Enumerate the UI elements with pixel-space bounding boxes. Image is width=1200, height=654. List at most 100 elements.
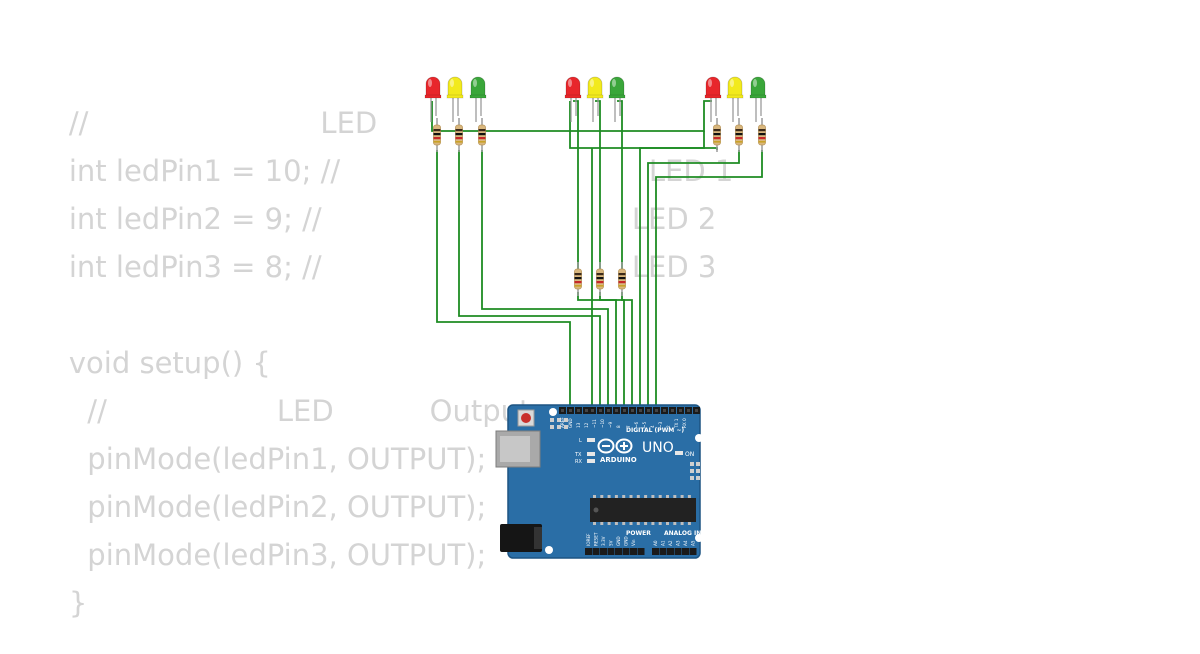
code-line-5: void setup() { [32,312,271,414]
digital-pin-label: TX 1 [674,418,679,429]
resistor-band [713,129,721,132]
led-rim [586,94,604,99]
led-highlight [753,79,757,87]
header-pin [689,548,697,555]
resistor-band [618,281,626,284]
chip-pin [673,522,677,525]
wire [573,100,579,270]
resistor-band [735,141,743,143]
code-line-4: int ledPin3 = 8; // [32,216,322,318]
resistor-band [455,141,463,143]
header-pin [585,548,592,555]
header-pin [600,548,607,555]
header-pin-hole [623,409,626,412]
digital-label: DIGITAL (PWM ~) [626,427,684,434]
code-line-10: } [32,552,87,654]
code-line-2: int ledPin1 = 10; // [32,120,340,222]
wire [431,100,712,132]
led-rim [608,94,626,99]
resistor-band [596,277,604,280]
arduino-board[interactable]: DIGITAL (PWM ~) L TX RX ON UNO ARDUINO P… [495,404,703,559]
chip-pin [658,522,662,525]
led-body [470,76,486,98]
header-pin [592,548,600,555]
analog-label: ANALOG IN [664,530,701,537]
resistor [713,118,721,152]
header-pin-hole [591,409,594,412]
resistor-band [574,277,582,280]
code-statement: int ledPin3 = 8; // [68,250,322,284]
usb-connector-inner [500,436,530,462]
chip-pin [622,522,626,525]
code-line-3: int ledPin2 = 9; // [32,168,322,270]
board-model: UNO [642,440,674,456]
led-yellow [446,76,464,122]
led-highlight [568,79,572,87]
header-pin [607,548,615,555]
header-pin [682,548,689,555]
resistor-band [455,137,463,140]
resistor [735,118,743,152]
mounting-hole [695,434,703,442]
led-highlight [708,79,712,87]
chip-pin [680,522,684,525]
digital-header [559,407,700,414]
header-pin [667,548,674,555]
resistor-band [433,133,441,136]
header-pin-hole [615,409,618,412]
digital-pin-label: 8 [616,425,621,428]
wires [431,100,763,410]
icsp-header-right [690,462,700,480]
icsp-header [550,418,568,429]
digital-pin-label: ~5 [642,421,647,428]
header-pin-hole [631,409,634,412]
reset-button-cap [521,413,531,423]
chip-pin [636,522,640,525]
header-pin-hole [569,409,572,412]
analog-pin-label: A4 [683,540,688,546]
header-pin [622,548,630,555]
code-statement: pinMode(ledPin1, OUTPUT); [68,442,487,476]
on-label: ON [685,451,694,458]
code-line-9: pinMode(ledPin3, OUTPUT); [32,504,486,606]
header-pin-hole [679,409,682,412]
code-statement: int ledPin1 = 10; // [68,154,341,188]
microcontroller-chip [590,498,696,522]
code-comment-text: LED [320,106,378,140]
led-rim [749,94,767,99]
resistor-band [713,137,721,140]
led-rim [446,94,464,99]
code-statement: void setup() { [68,346,271,380]
led-highlight [428,79,432,87]
resistor [618,262,626,296]
digital-pin-label: GND [568,418,573,428]
code-statement: } [68,586,88,620]
resistor-band [758,133,766,136]
rx-label: RX [575,459,582,465]
resistors [433,118,766,296]
chip-pin [607,522,611,525]
code-comment-text: LED 3 [631,250,717,284]
resistor-band [735,129,743,132]
wire [647,150,740,410]
header-pin-hole [655,409,658,412]
led-green [608,76,626,122]
chip-pin [600,495,604,498]
resistor [758,118,766,152]
header-pin [630,548,637,555]
led-rim [424,94,442,99]
wire [481,150,609,410]
resistor-band [574,285,582,287]
code-line-4-comment: LED 3 [595,216,716,318]
digital-pin-label: 7 [626,425,631,428]
chip-pin [644,522,648,525]
mounting-hole [545,546,553,554]
resistor [455,118,463,152]
header-pin-hole [663,409,666,412]
chip-pin [600,522,604,525]
resistor-band [596,273,604,276]
resistor-band [574,273,582,276]
header-pin-hole [577,409,580,412]
resistor [574,262,582,296]
